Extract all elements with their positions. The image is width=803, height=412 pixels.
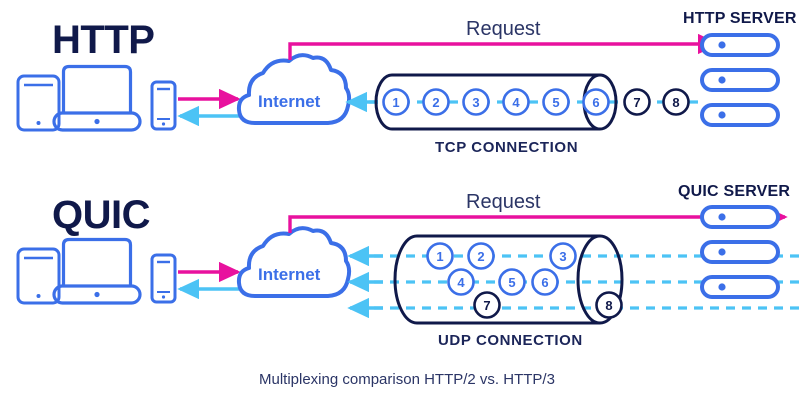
quic-server-label: QUIC SERVER — [678, 183, 791, 200]
svg-text:7: 7 — [633, 95, 640, 110]
quic-request-label: Request — [466, 191, 541, 213]
diagram-caption: Multiplexing comparison HTTP/2 vs. HTTP/… — [259, 371, 555, 388]
internet-cloud-label: Internet — [258, 92, 321, 111]
tablet-icon — [16, 247, 61, 305]
svg-text:8: 8 — [672, 95, 679, 110]
svg-text:4: 4 — [512, 95, 520, 110]
internet-cloud-http — [236, 53, 352, 125]
internet-cloud-label: Internet — [258, 265, 321, 284]
quic-server-icon — [700, 205, 780, 299]
svg-text:3: 3 — [472, 95, 479, 110]
svg-text:8: 8 — [605, 298, 612, 313]
http-section-title: HTTP — [52, 18, 155, 62]
svg-text:6: 6 — [592, 95, 599, 110]
udp-connection-label: UDP CONNECTION — [438, 332, 583, 349]
tablet-icon — [16, 74, 61, 132]
phone-icon — [150, 253, 177, 304]
udp-packet-group: 1 2 3 4 5 6 7 8 — [426, 242, 623, 319]
tcp-connection-label: TCP CONNECTION — [435, 139, 579, 156]
http-server-icon — [700, 33, 780, 127]
svg-text:5: 5 — [552, 95, 559, 110]
phone-icon — [150, 80, 177, 131]
svg-text:1: 1 — [436, 249, 443, 264]
laptop-icon — [52, 237, 142, 305]
svg-text:7: 7 — [483, 298, 490, 313]
tcp-packet-group: 1 2 3 4 5 6 7 8 — [382, 88, 690, 116]
http-server-label: HTTP SERVER — [683, 10, 797, 27]
svg-text:2: 2 — [477, 249, 484, 264]
svg-text:1: 1 — [392, 95, 399, 110]
laptop-icon — [52, 64, 142, 132]
quic-section-title: QUIC — [52, 193, 151, 237]
svg-text:2: 2 — [432, 95, 439, 110]
svg-text:5: 5 — [508, 275, 515, 290]
http-request-label: Request — [466, 18, 541, 40]
svg-text:4: 4 — [457, 275, 465, 290]
svg-text:3: 3 — [559, 249, 566, 264]
svg-text:6: 6 — [541, 275, 548, 290]
internet-cloud-quic — [236, 226, 352, 298]
quic-request-path — [288, 206, 788, 233]
http-request-path — [288, 33, 720, 60]
